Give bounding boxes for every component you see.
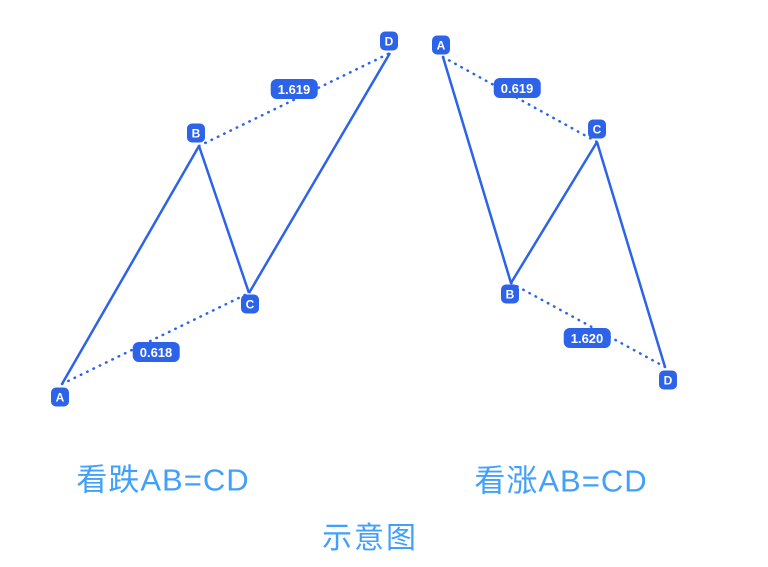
point-marker-bullish-d: D xyxy=(659,370,677,390)
point-marker-bearish-d: D xyxy=(380,31,398,51)
retracement-line-bearish-ac xyxy=(60,291,251,386)
bullish-pattern-caption: 看涨AB=CD xyxy=(474,463,648,499)
leg-line-bullish-cd xyxy=(595,141,667,368)
ratio-label-bearish-bd: 1.619 xyxy=(270,79,318,99)
retracement-line-bullish-bd xyxy=(509,281,667,369)
point-marker-bearish-c: C xyxy=(241,294,259,314)
point-marker-bearish-b: B xyxy=(187,123,205,143)
bearish-pattern-caption: 看跌AB=CD xyxy=(76,462,250,498)
point-marker-bullish-c: C xyxy=(588,119,606,139)
retracement-line-bearish-bd xyxy=(197,51,392,148)
leg-line-bullish-ab xyxy=(441,56,513,284)
leg-line-bearish-cd xyxy=(247,52,392,294)
point-marker-bullish-b: B xyxy=(501,284,519,304)
point-marker-bullish-a: A xyxy=(432,35,450,55)
point-marker-bearish-a: A xyxy=(51,387,69,407)
retracement-line-bullish-ac xyxy=(441,55,599,144)
ratio-label-bullish-ac: 0.619 xyxy=(493,78,541,98)
leg-line-bearish-ab xyxy=(60,145,201,385)
ratio-label-bearish-ac: 0.618 xyxy=(132,342,180,362)
leg-line-bearish-bc xyxy=(197,145,251,294)
ratio-label-bullish-bd: 1.620 xyxy=(563,328,611,348)
diagram-title: 示意图 xyxy=(322,522,418,555)
leg-line-bullish-bc xyxy=(509,141,599,284)
